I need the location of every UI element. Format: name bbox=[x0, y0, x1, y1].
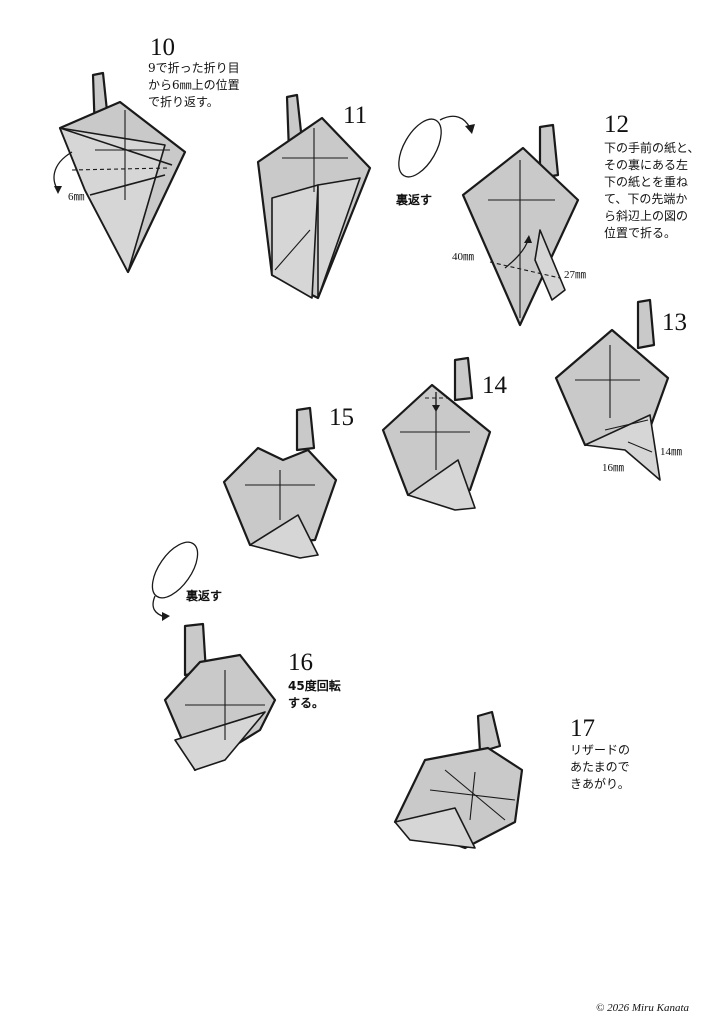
flip-over-arrow-1 bbox=[398, 115, 475, 178]
step-16-figure bbox=[163, 622, 277, 772]
step-11-number: 11 bbox=[343, 102, 368, 129]
step-13-measure-b: 16㎜ bbox=[602, 462, 624, 474]
step-17-caption: リザードの あたまので きあがり。 bbox=[570, 743, 631, 791]
step-12-instructions: 下の手前の紙と、 その裏にある左 下の紙とを重ね て、下の先端か ら斜辺上の図の… bbox=[604, 141, 700, 240]
step-10-figure bbox=[53, 71, 187, 274]
step-13-measure-a: 14㎜ bbox=[660, 446, 682, 458]
step-12-number: 12 bbox=[604, 111, 629, 138]
step-15-flip-label: 裏返す bbox=[186, 589, 223, 603]
step-17-figure bbox=[393, 710, 524, 850]
step-11-flip-label: 裏返す bbox=[396, 193, 433, 207]
step-15-number: 15 bbox=[329, 404, 354, 431]
flip-over-arrow-2 bbox=[151, 541, 199, 621]
step-13-number: 13 bbox=[662, 309, 687, 336]
step-16-number: 16 bbox=[288, 649, 313, 676]
step-14-number: 14 bbox=[482, 372, 507, 399]
step-15-figure bbox=[222, 406, 338, 559]
step-10-measure: 6㎜ bbox=[68, 191, 85, 203]
copyright: © 2026 Miru Kanata bbox=[596, 1002, 690, 1014]
step-10-instructions: 9で折った折り目 から6㎜上の位置 で折り返す。 bbox=[148, 61, 240, 109]
step-12-figure bbox=[461, 123, 580, 327]
step-13-figure bbox=[554, 298, 670, 481]
step-16-instructions: 45度回転 する。 bbox=[288, 679, 341, 710]
step-12-measure-left: 40㎜ bbox=[452, 251, 474, 263]
step-17-number: 17 bbox=[570, 715, 595, 742]
step-10-number: 10 bbox=[150, 34, 175, 61]
step-11-figure bbox=[256, 93, 372, 300]
step-12-measure-right: 27㎜ bbox=[564, 269, 586, 281]
step-14-figure bbox=[381, 356, 492, 511]
